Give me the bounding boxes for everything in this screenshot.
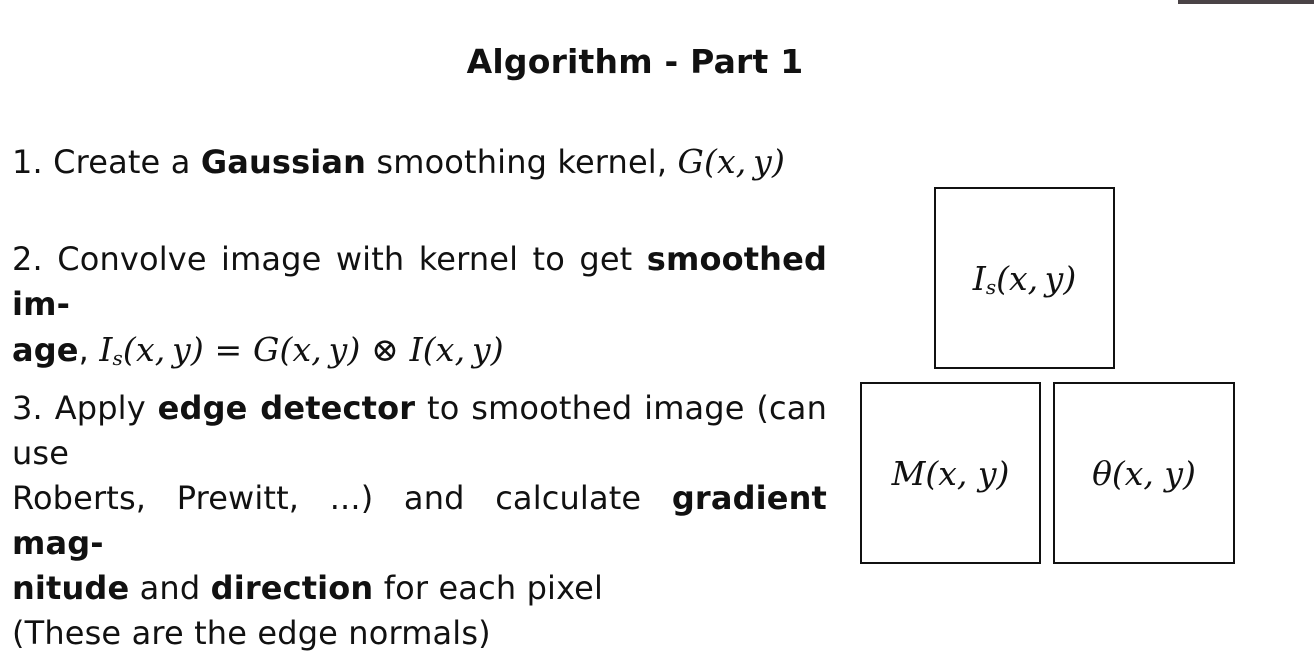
step-2-bold-term-cont: age	[12, 331, 79, 369]
step-2-text: Convolve image with kernel to get	[57, 240, 633, 278]
step-3-note: (These are the edge normals)	[12, 614, 491, 652]
step-2: 2. Convolve image with kernel to get smo…	[12, 240, 827, 370]
step-3-line1-text: Apply	[54, 389, 146, 427]
step-3-bold-direction: direction	[210, 569, 374, 607]
smoothed-image-label: Is(x, y)	[972, 258, 1077, 299]
step-3-bold-edge-detector: edge detector	[157, 389, 416, 427]
step-1: 1. Create a Gaussian smoothing kernel, G…	[12, 139, 827, 185]
step-1-text: Create a	[53, 143, 191, 181]
step-3-bold-magnitude: nitude	[12, 569, 130, 607]
gradient-direction-label: θ(x, y)	[1092, 453, 1196, 493]
smoothed-image-box: Is(x, y)	[934, 187, 1115, 369]
step-2-bold-term: smoothed im-	[12, 240, 827, 323]
webcam-thumbnail-edge	[1178, 0, 1314, 4]
step-3-number: 3.	[12, 389, 43, 427]
kernel-formula: G(x, y)	[677, 142, 785, 181]
step-3: 3. Apply edge detector to smoothed image…	[12, 386, 827, 656]
step-1-text-after: smoothing kernel,	[376, 143, 668, 181]
gradient-magnitude-box: M(x, y)	[860, 382, 1041, 564]
step-2-number: 2.	[12, 240, 43, 278]
step-1-number: 1.	[12, 143, 43, 181]
step-1-bold-term: Gaussian	[200, 143, 367, 181]
step-3-line1-after: to smoothed image (can use	[12, 389, 827, 472]
gradient-direction-box: θ(x, y)	[1053, 382, 1235, 564]
step-3-line3-after: for each pixel	[383, 569, 604, 607]
slide-title: Algorithm - Part 1	[466, 42, 804, 81]
step-3-line3-mid: and	[139, 569, 201, 607]
gradient-magnitude-label: M(x, y)	[891, 453, 1010, 493]
step-3-bold-gradient: gradient mag-	[12, 479, 827, 562]
step-3-line2-text: Roberts, Prewitt, ...) and calculate	[12, 479, 642, 517]
convolution-formula: Is(x, y) = G(x, y) ⊗ I(x, y)	[99, 330, 504, 370]
